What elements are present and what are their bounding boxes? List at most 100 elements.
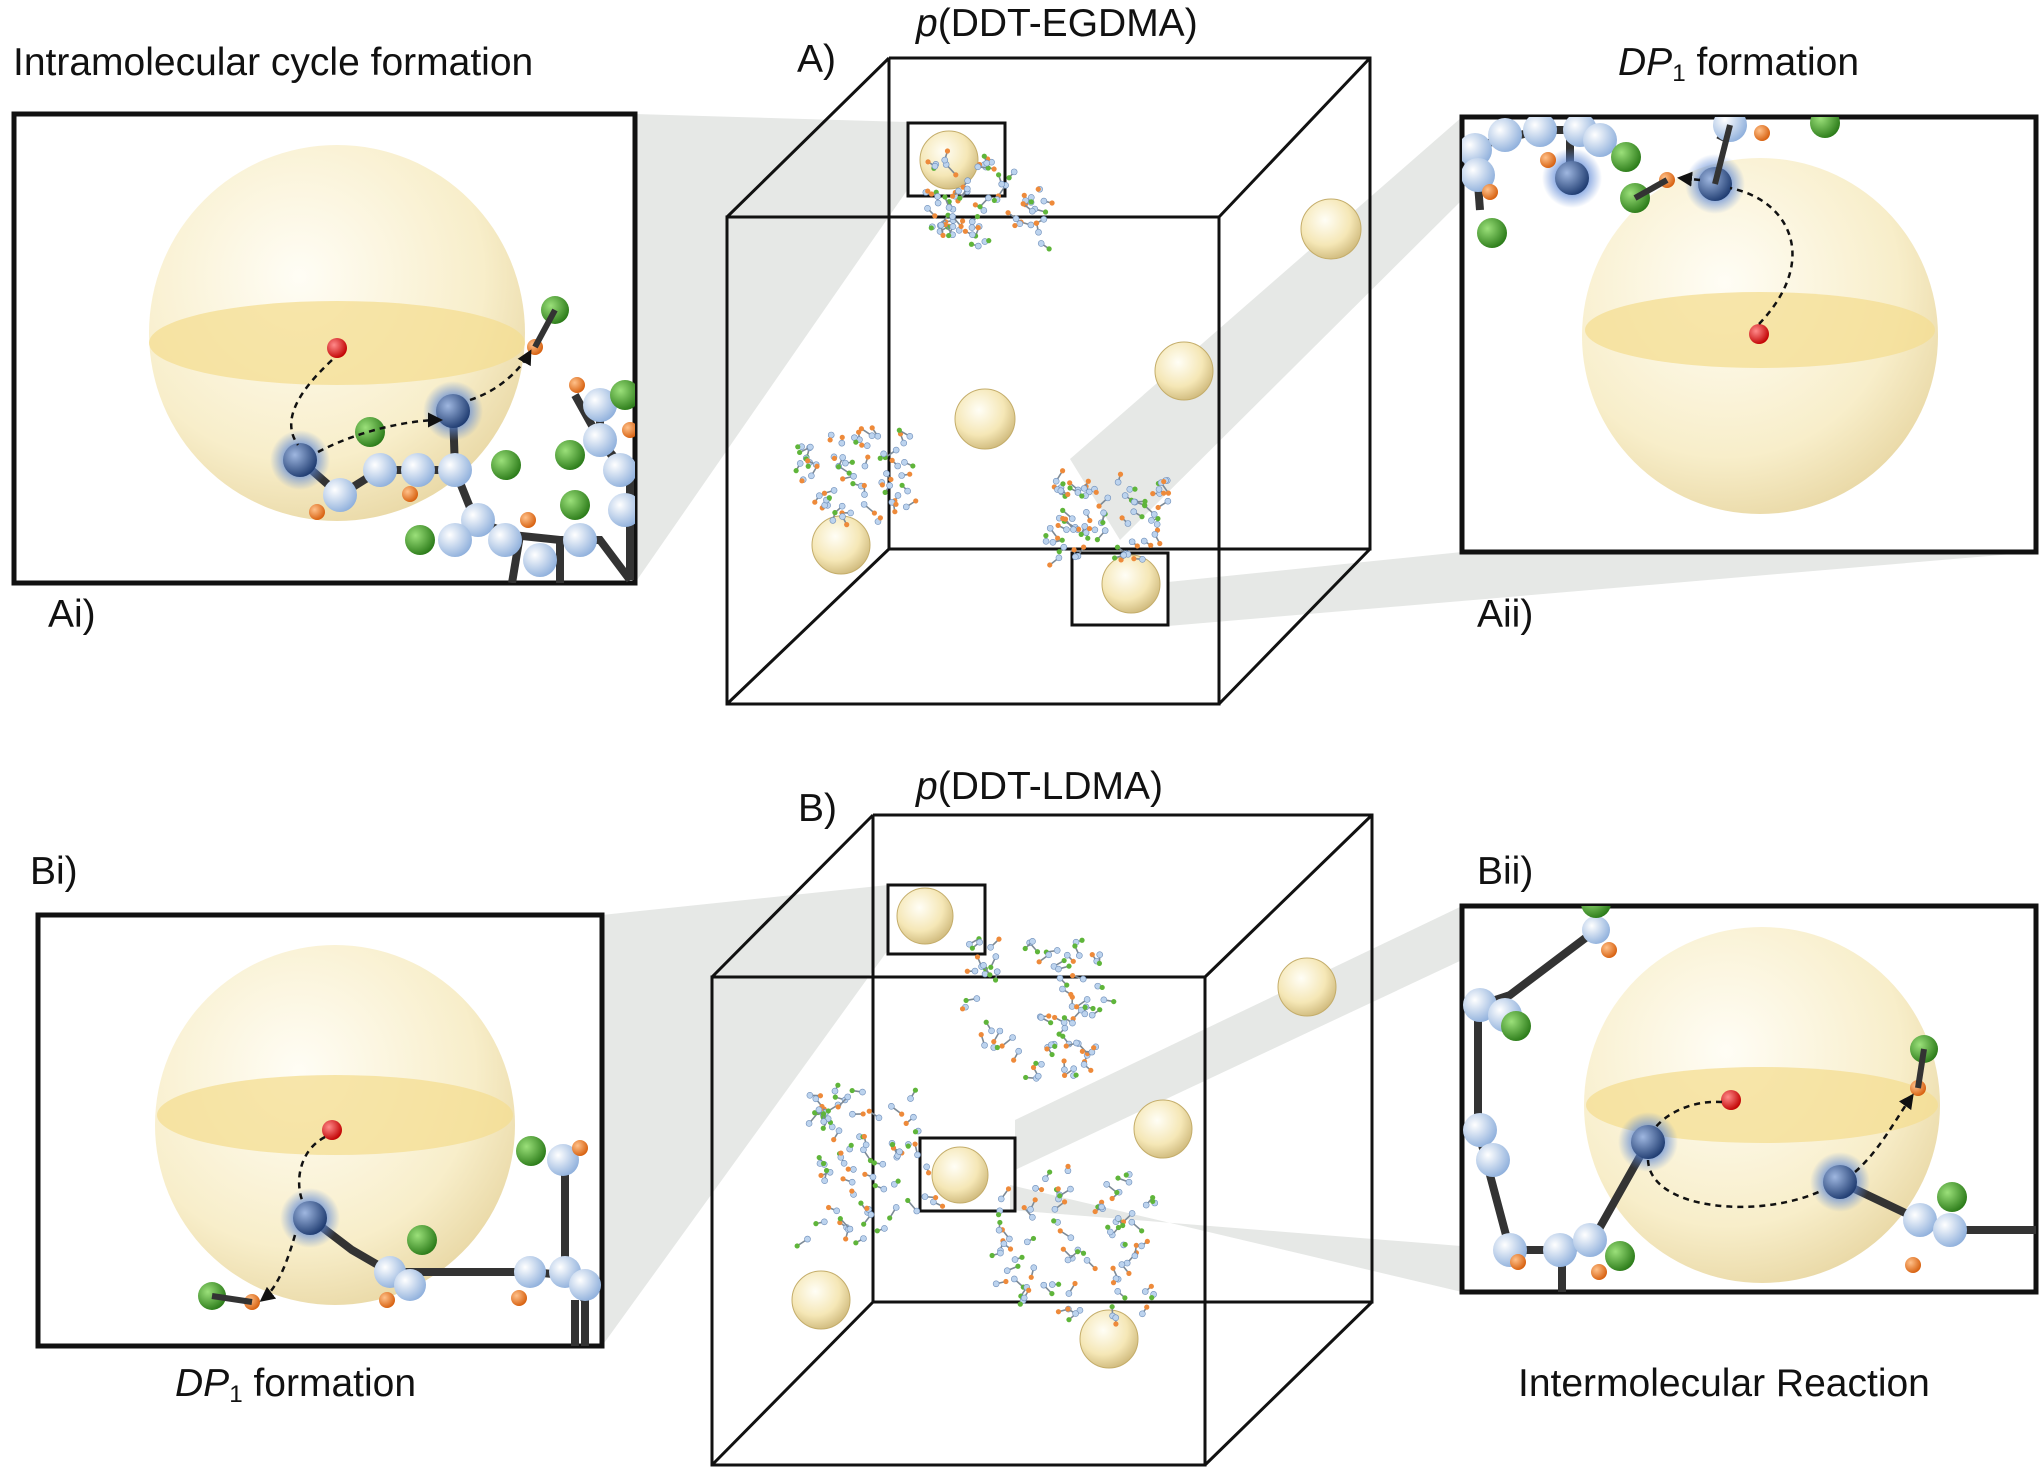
end-atom [928, 191, 935, 197]
end-atom [848, 1142, 854, 1148]
end-atom [1066, 1317, 1072, 1323]
end-atom [831, 1137, 837, 1143]
chain-bead [890, 1180, 898, 1188]
end-atom [832, 510, 838, 516]
end-atom [845, 1166, 851, 1172]
end-atom [1012, 222, 1018, 229]
chain-bead [1049, 539, 1057, 546]
chain-bead [833, 1207, 841, 1215]
end-atom [1110, 1265, 1116, 1271]
chain-bead [1052, 477, 1060, 485]
dp-sub-bottom: 1 [229, 1381, 243, 1409]
chain-bead [1114, 478, 1122, 486]
chain-bead [1083, 1257, 1091, 1264]
chain-bead [1010, 168, 1018, 176]
chain-bead [968, 218, 976, 226]
end-atom [977, 204, 983, 210]
chain-bead [1067, 1234, 1075, 1242]
chain-bead [1063, 951, 1071, 959]
molecule-cluster [1042, 468, 1172, 568]
end-atom [1073, 1072, 1079, 1078]
end-atom [805, 458, 811, 464]
chain-bead [1023, 1238, 1031, 1246]
end-atom [850, 481, 856, 487]
end-atom [1120, 1222, 1126, 1229]
chain-bead [880, 450, 887, 458]
end-atom [859, 442, 865, 448]
end-atom [1161, 490, 1167, 496]
end-atom [882, 489, 888, 495]
chain-bead [976, 938, 983, 946]
end-atom [1115, 1175, 1121, 1181]
chain-bead [1057, 487, 1065, 494]
chain-bead [1064, 1256, 1072, 1264]
end-atom [1111, 998, 1117, 1005]
end-atom [1072, 1280, 1078, 1287]
chain-bead [886, 482, 893, 489]
end-atom [949, 193, 956, 199]
end-atom [905, 1143, 911, 1149]
chain-bead [941, 156, 949, 164]
end-atom [825, 1108, 831, 1114]
end-atom [1046, 1013, 1052, 1019]
end-atom [974, 954, 981, 960]
end-atom [1065, 491, 1071, 498]
chain-bead [849, 1110, 856, 1118]
end-atom [837, 1216, 843, 1222]
chain-bead [1098, 1203, 1105, 1211]
chain-bead [840, 1159, 848, 1167]
chain-bead [1040, 215, 1048, 223]
end-atom [1148, 1283, 1154, 1289]
end-atom [867, 1157, 874, 1164]
chain-bead [812, 1095, 820, 1103]
end-atom [817, 1093, 824, 1099]
end-atom [1030, 1064, 1037, 1071]
molecule-cluster [793, 425, 919, 528]
panel-Ai [11, 111, 638, 586]
end-atom [1142, 498, 1148, 505]
chain-bead [892, 1204, 900, 1211]
chain-bead [992, 953, 1000, 960]
chain-bead [1106, 1228, 1114, 1236]
end-atom [812, 499, 818, 505]
chain-bead [931, 162, 939, 170]
chain-bead [1035, 228, 1042, 236]
end-atom [986, 238, 992, 244]
end-atom [1066, 963, 1072, 969]
chain-bead [1079, 975, 1087, 983]
end-atom [932, 213, 938, 219]
panel-Bi [35, 912, 605, 1349]
chain-bead [847, 509, 854, 517]
chain-bead [1037, 240, 1045, 247]
chain-bead [1055, 965, 1062, 973]
panel-label-Ai: Ai) [48, 593, 96, 636]
end-atom [999, 1043, 1005, 1049]
end-atom [942, 194, 948, 200]
end-atom [964, 968, 970, 974]
end-atom [1023, 1074, 1029, 1081]
end-atom [812, 1110, 818, 1116]
molecule-cluster [959, 936, 1117, 1082]
end-atom [1026, 1287, 1032, 1293]
chain-bead [860, 1146, 867, 1154]
chain-bead [850, 472, 857, 480]
end-atom [889, 457, 895, 463]
end-atom [1011, 1057, 1017, 1063]
chain-bead [998, 180, 1006, 188]
end-atom [795, 444, 801, 450]
chain-bead [1140, 537, 1148, 545]
chain-bead [1101, 527, 1109, 534]
chain-bead [964, 177, 971, 185]
chain-bead [980, 962, 987, 969]
chain-bead [860, 501, 868, 508]
end-atom [858, 1200, 864, 1206]
end-atom [1087, 517, 1093, 524]
chain-bead [1076, 952, 1083, 959]
end-atom [1092, 1208, 1098, 1215]
chain-bead [1112, 1275, 1120, 1282]
end-atom [1005, 210, 1011, 216]
end-atom [1099, 1199, 1105, 1205]
end-atom [877, 455, 883, 461]
end-atom [1061, 1058, 1067, 1064]
